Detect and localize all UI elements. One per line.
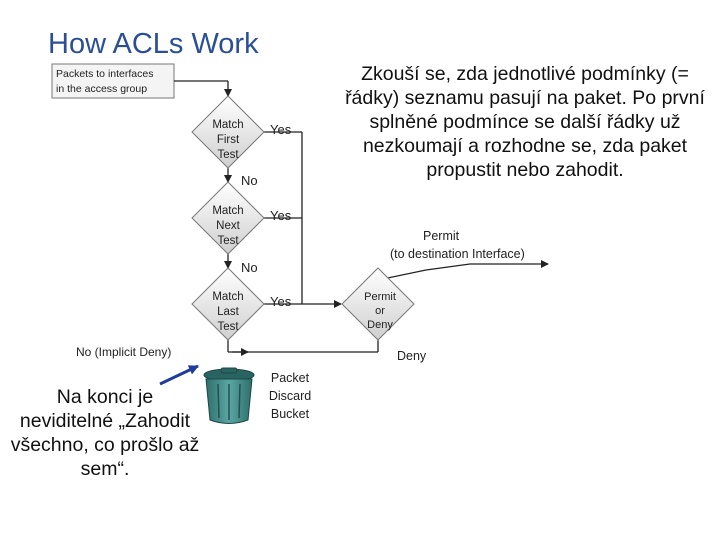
test2-line1: Match <box>212 205 243 217</box>
decision-line1: Permit <box>364 291 396 303</box>
test-diamond-first: Match First Test <box>191 95 265 169</box>
test-diamond-last: Match Last Test <box>191 267 265 341</box>
yes-label-1: Yes <box>270 122 292 137</box>
start-box: Packets to interfaces in the access grou… <box>51 63 175 99</box>
page-title: How ACLs Work <box>48 28 259 60</box>
yes-label-2: Yes <box>270 208 292 223</box>
test3-line1: Match <box>212 291 243 303</box>
decision-line3: Deny <box>367 319 393 331</box>
test1-line3: Test <box>217 149 239 161</box>
test1-line1: Match <box>212 119 243 131</box>
permit-destination-label: (to destination Interface) <box>390 247 525 261</box>
test2-line3: Test <box>217 235 239 247</box>
test2-line2: Next <box>216 220 240 232</box>
bucket-line1: Packet <box>271 371 310 385</box>
start-box-line2: in the access group <box>56 83 147 95</box>
no-label-2: No <box>241 260 258 275</box>
implicit-deny-label: No (Implicit Deny) <box>76 345 171 359</box>
start-box-line1: Packets to interfaces <box>56 68 153 80</box>
test3-line3: Test <box>217 321 239 333</box>
deny-label: Deny <box>397 349 427 363</box>
flow-connectors <box>174 80 549 356</box>
no-label-1: No <box>241 173 258 188</box>
bucket-line3: Bucket <box>271 407 310 421</box>
description-text: Zkouší se, zda jednotlivé podmínky (= řá… <box>345 63 705 181</box>
bucket-line2: Discard <box>269 389 311 403</box>
implicit-deny-note: Na konci je neviditelné „Zahodit všechno… <box>10 386 200 480</box>
permit-line <box>377 260 549 281</box>
test1-line2: First <box>217 134 240 146</box>
decision-line2: or <box>375 305 385 317</box>
note-arrow <box>159 364 199 386</box>
decision-diamond: Permit or Deny <box>341 267 415 341</box>
permit-label: Permit <box>423 229 460 243</box>
test-diamond-next: Match Next Test <box>191 181 265 255</box>
test3-line2: Last <box>217 306 240 318</box>
yes-label-3: Yes <box>270 294 292 309</box>
trash-bucket-icon <box>203 367 255 424</box>
